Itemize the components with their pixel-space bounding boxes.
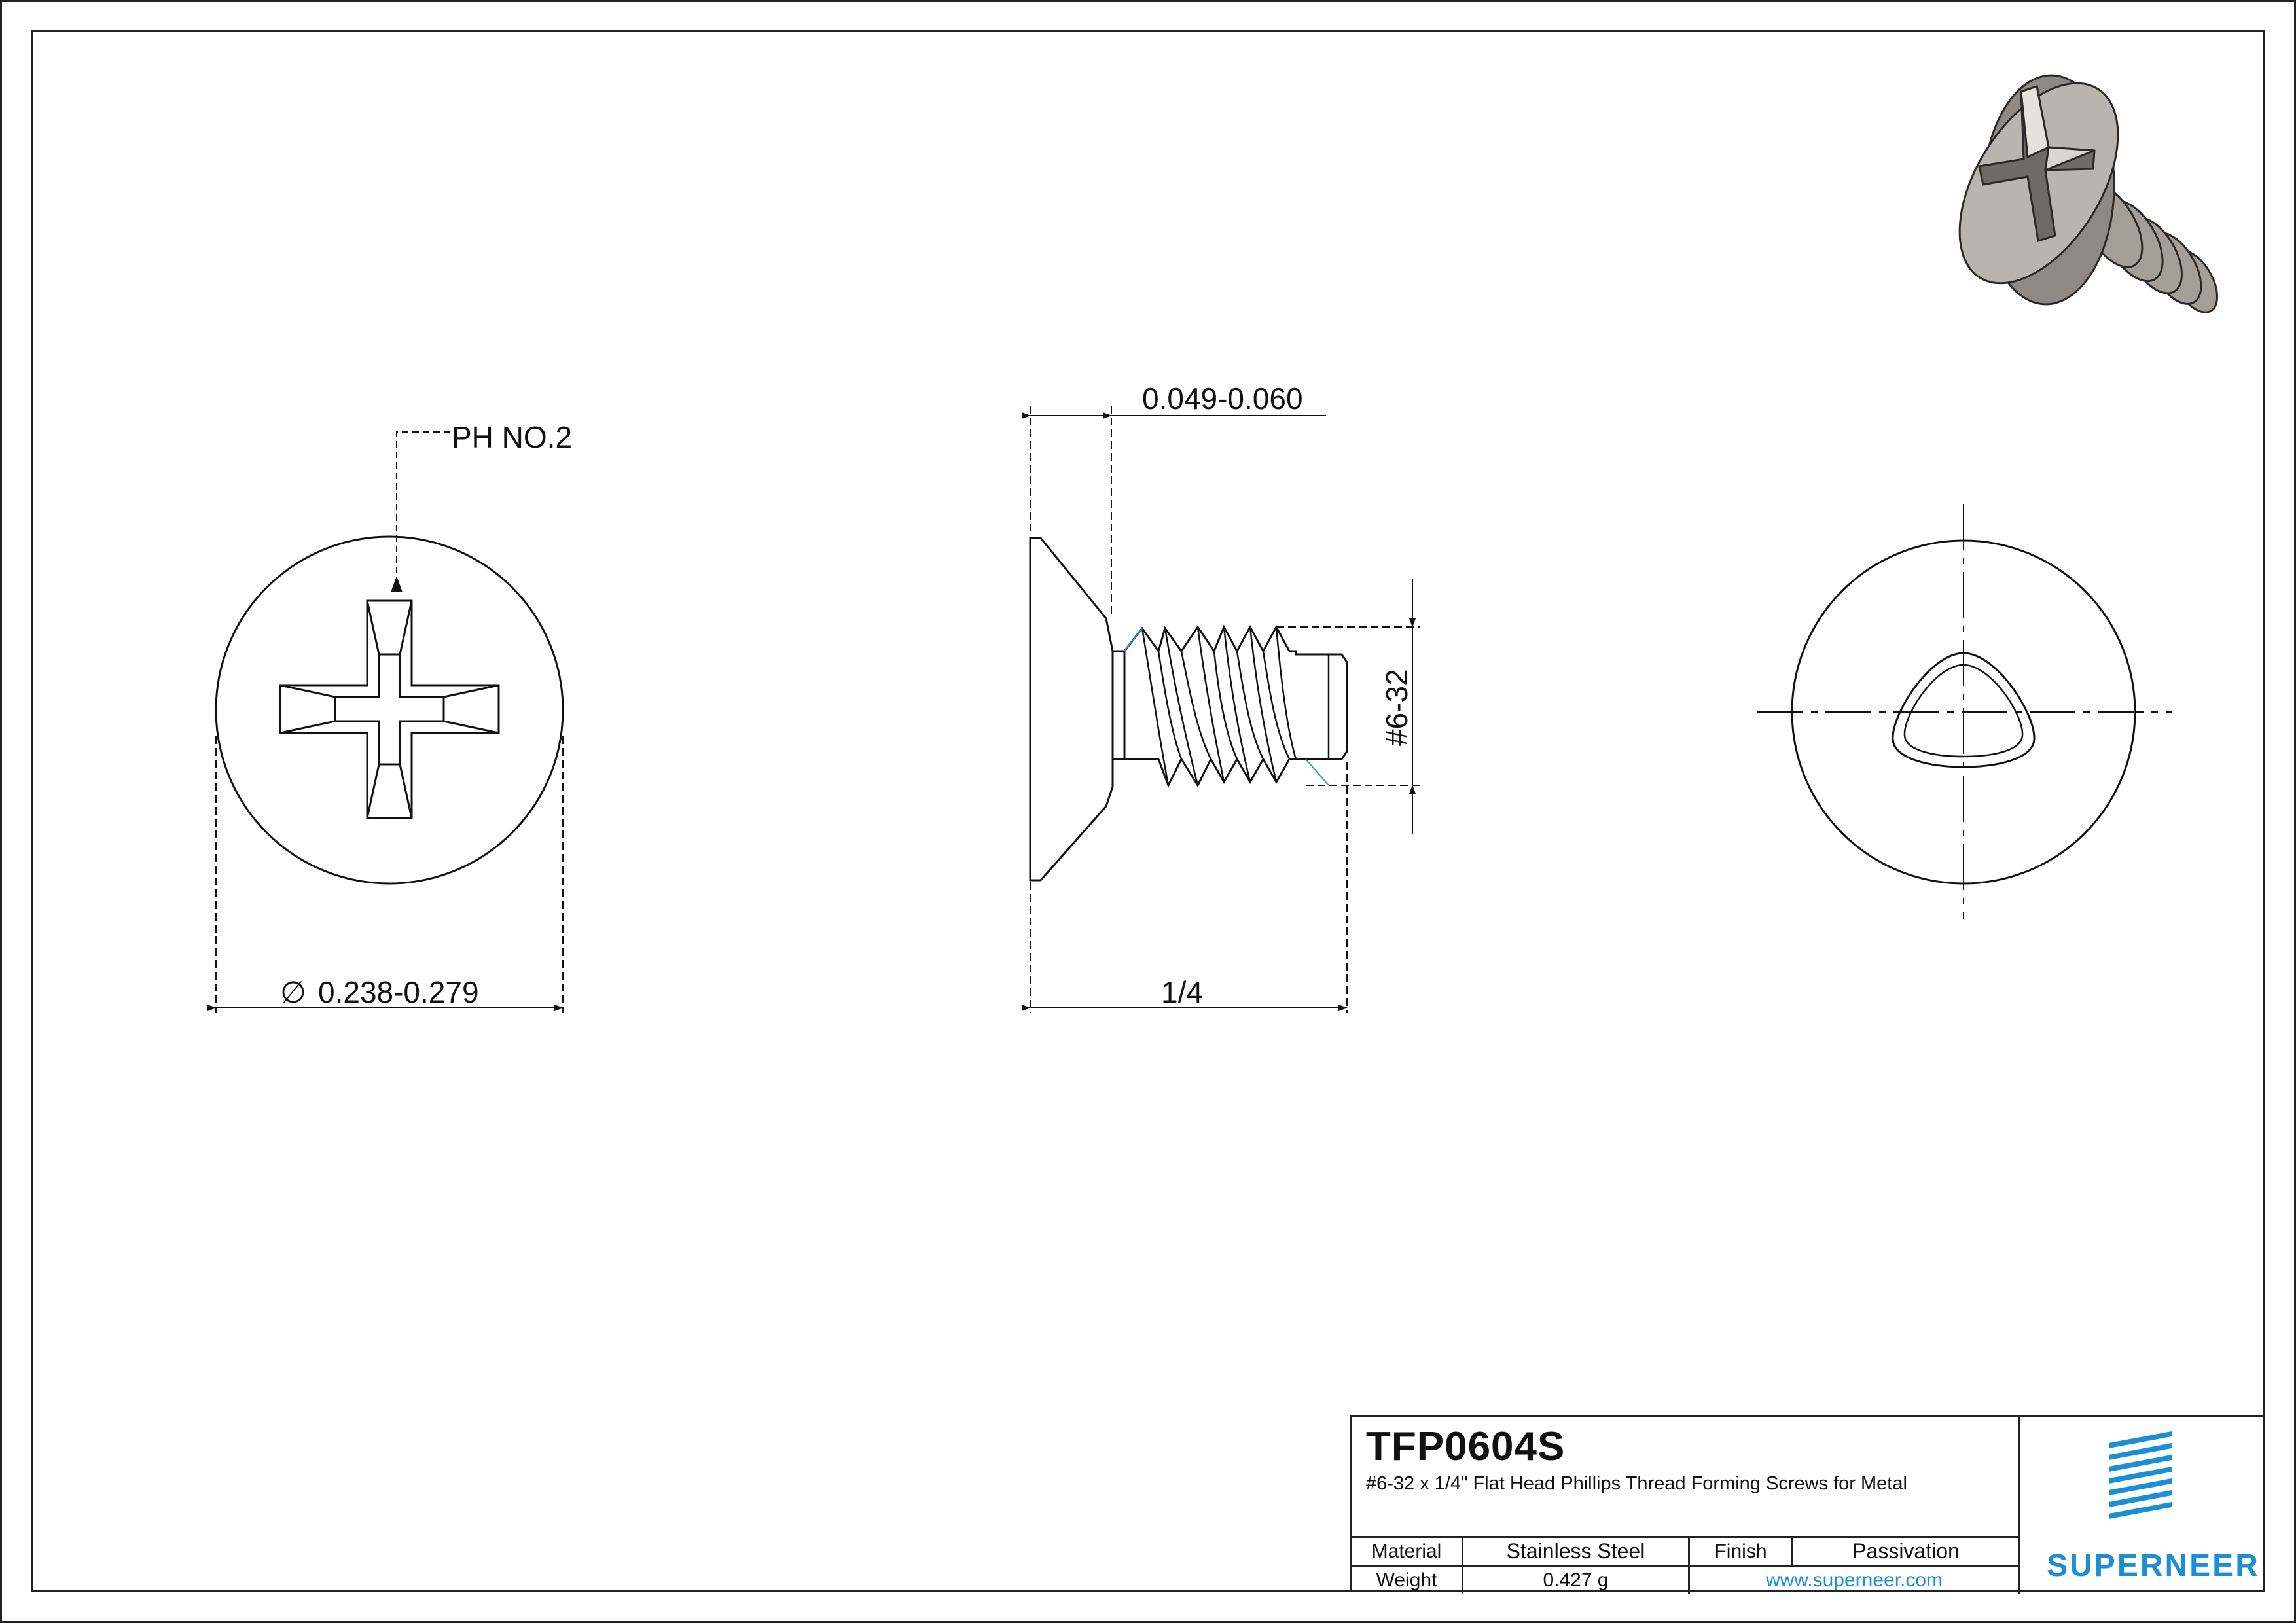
phillips-recess xyxy=(279,599,500,819)
diameter-symbol: ∅ xyxy=(280,975,306,1009)
row-divider-mid xyxy=(1352,1565,2019,1567)
row-divider-top xyxy=(1352,1536,2019,1538)
weight-value: 0.427 g xyxy=(1543,1569,1609,1591)
brand-name: SUPERNEER xyxy=(2047,1548,2260,1583)
material-label: Material xyxy=(1371,1540,1442,1562)
head-height-dimension-label: 0.049-0.060 xyxy=(1142,382,1303,416)
screw-3d-render xyxy=(1958,74,2219,313)
head-outline-circle xyxy=(215,535,564,885)
brand-logo-mark xyxy=(2109,1431,2172,1519)
thread-profile xyxy=(1123,624,1348,788)
diameter-dimension-label: 0.238-0.279 xyxy=(318,975,479,1009)
col-divider-3 xyxy=(1791,1536,1793,1565)
part-number: TFP0604S xyxy=(1366,1424,1566,1469)
side-view xyxy=(1022,406,1420,1013)
length-dimension-label: 1/4 xyxy=(1161,975,1203,1009)
trilobular-inner-profile xyxy=(1903,664,2024,758)
weight-label: Weight xyxy=(1376,1569,1437,1591)
drive-leader-line xyxy=(396,431,450,592)
finish-value: Passivation xyxy=(1852,1539,1960,1563)
drawing-inner-border xyxy=(31,30,2265,1592)
title-block: TFP0604S #6-32 x 1/4" Flat Head Phillips… xyxy=(1350,1415,2265,1594)
website-link[interactable]: www.superneer.com xyxy=(1765,1569,1943,1591)
top-view xyxy=(207,431,564,1013)
center-lines xyxy=(1757,504,2172,919)
col-divider-1 xyxy=(1462,1536,1463,1594)
end-view xyxy=(1757,504,2172,919)
flat-head-profile xyxy=(1029,537,1114,882)
logo-divider xyxy=(2018,1417,2020,1594)
finish-label: Finish xyxy=(1714,1540,1767,1562)
col-divider-2 xyxy=(1688,1536,1690,1594)
thread-crests xyxy=(1141,626,1330,786)
drive-callout-label: PH NO.2 xyxy=(452,420,572,454)
thread-dimension-label: #6-32 xyxy=(1380,669,1414,746)
material-value: Stainless Steel xyxy=(1506,1539,1645,1563)
part-description: #6-32 x 1/4" Flat Head Phillips Thread F… xyxy=(1366,1473,1907,1494)
